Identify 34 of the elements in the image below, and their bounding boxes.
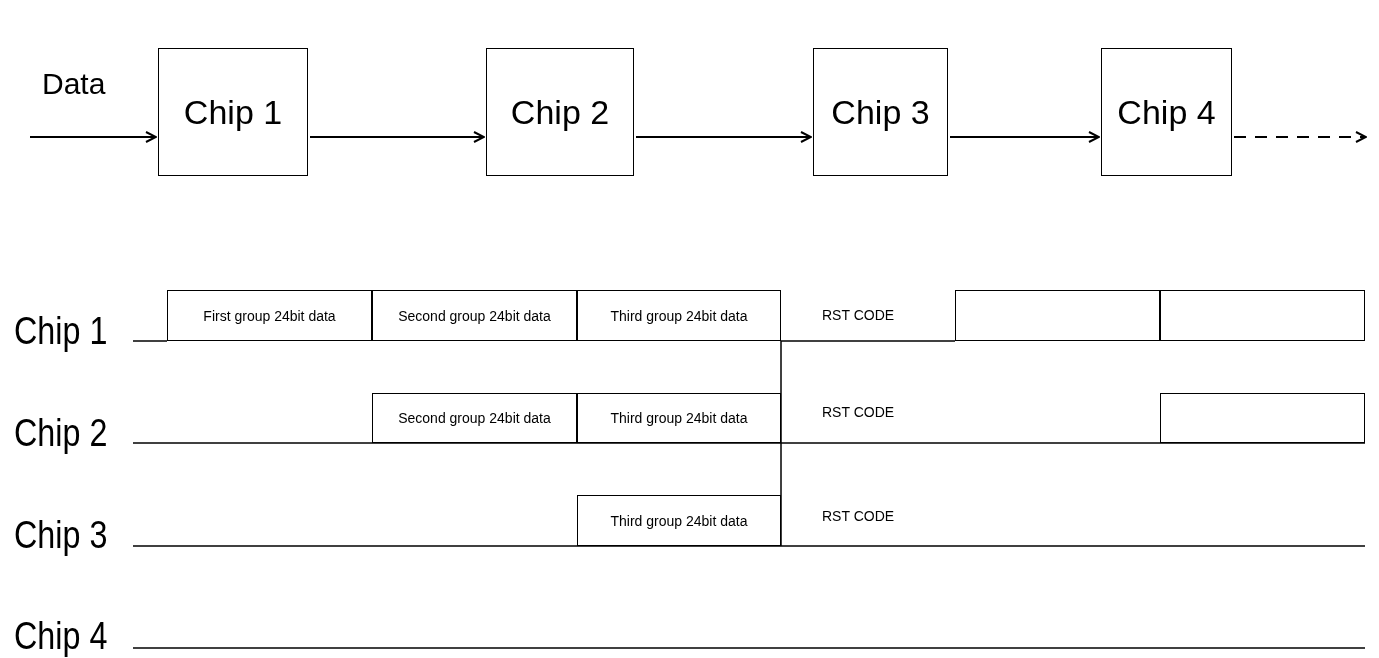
data-frame-box [372,290,577,341]
chip-name: Chip 2 [510,92,610,132]
arrow [1234,131,1367,143]
row-label: Chip 1 [14,310,108,353]
chip-box [486,48,634,176]
chip-box [1101,48,1232,176]
frame-text: Third group 24bit data [610,512,748,529]
data-frame-box [577,495,781,546]
data-frame-box [577,393,781,443]
row-label: Chip 3 [14,514,108,557]
arrow [310,131,485,143]
frame-text: Third group 24bit data [610,307,748,324]
chip-name: Chip 3 [831,92,930,132]
arrow [30,131,157,143]
arrow [636,131,812,143]
data-frame-box [372,393,577,443]
chip-name: Chip 1 [183,92,283,132]
edge-label: Data [42,67,106,101]
frame-text: Second group 24bit data [398,307,551,324]
chip-name: Chip 4 [1117,92,1216,132]
data-frame-box [167,290,372,341]
reset-code-label: RST CODE [822,307,895,323]
reset-code-label: RST CODE [822,404,895,420]
frame-text: Third group 24bit data [610,410,748,426]
arrow [950,131,1100,143]
data-frame-box [577,290,781,341]
frame-text: First group 24bit data [203,307,336,324]
row-label: Chip 2 [14,412,108,455]
frame-text: Second group 24bit data [398,410,551,426]
reset-code-label: RST CODE [822,508,895,524]
chip-box [158,48,308,176]
empty-slot [1160,393,1365,443]
row-label: Chip 4 [14,615,108,658]
chip-box [813,48,948,176]
